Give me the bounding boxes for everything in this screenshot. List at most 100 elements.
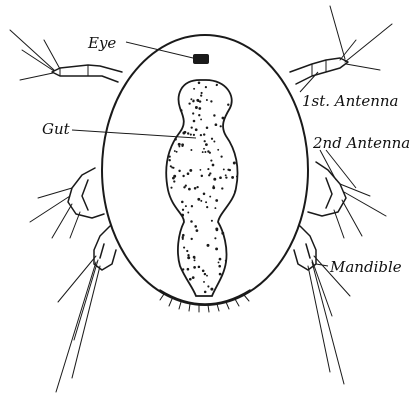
gut-dot xyxy=(192,112,194,114)
gut-dot xyxy=(195,128,198,131)
gut-dot xyxy=(234,190,236,192)
gut-dot xyxy=(192,276,195,279)
gut-dot xyxy=(183,247,185,249)
gut-dot xyxy=(227,104,229,106)
gut-dot xyxy=(199,100,201,102)
gut-dot xyxy=(195,106,198,109)
gut-dot xyxy=(188,102,190,104)
gut-dot xyxy=(182,234,185,237)
gut-dot xyxy=(173,180,175,182)
gut-dot xyxy=(214,237,216,239)
left-mandible xyxy=(56,226,116,392)
gut-dot xyxy=(193,256,196,259)
gut-dot xyxy=(221,187,223,189)
gut-dot xyxy=(236,175,238,177)
gut-dot xyxy=(207,150,209,152)
gut-dot xyxy=(174,138,177,141)
gut-dot xyxy=(206,206,208,208)
gut-dot xyxy=(189,169,192,172)
gut-dot xyxy=(191,205,193,207)
gut-dot xyxy=(174,150,176,152)
gut-dot xyxy=(193,88,195,90)
gut-dot xyxy=(206,275,208,277)
gut-dot xyxy=(185,205,187,207)
gut-dot xyxy=(212,164,215,167)
eye-spot xyxy=(193,54,209,64)
gut-dot xyxy=(197,198,200,201)
gut-dot xyxy=(218,265,221,268)
first-antenna-leader xyxy=(300,72,318,92)
gut-dot xyxy=(209,196,211,198)
gut-dot xyxy=(181,201,184,204)
gut-dot xyxy=(201,92,203,94)
label-first-antenna: 1st. Antenna xyxy=(302,92,398,110)
gut-dot xyxy=(193,134,195,136)
gut-dot xyxy=(199,169,201,171)
gut-dot xyxy=(198,82,201,85)
gut-dot xyxy=(219,258,222,261)
gut-dot xyxy=(200,118,202,120)
gut-dot xyxy=(223,168,225,170)
gut-dot xyxy=(220,125,222,127)
gut-dot xyxy=(216,84,218,86)
gut-dot xyxy=(182,175,184,177)
gut-dot xyxy=(209,172,211,174)
gut-dot xyxy=(221,232,224,235)
gut-dot xyxy=(204,273,206,275)
right-first-antenna xyxy=(290,6,392,84)
gut-dot xyxy=(181,214,184,217)
gut-dot xyxy=(187,212,189,214)
gut-dot xyxy=(187,254,189,256)
gut-dot xyxy=(196,99,199,102)
gut-dot xyxy=(213,185,215,187)
gut-dot xyxy=(187,132,189,134)
gut-dot xyxy=(190,220,193,223)
gut-dot xyxy=(190,98,192,100)
gut-dot xyxy=(198,266,201,269)
gut-dot xyxy=(194,187,197,190)
gut-dot xyxy=(206,99,208,101)
gut-dot xyxy=(204,291,207,294)
right-second-antenna xyxy=(308,162,386,238)
gut-dot xyxy=(200,134,202,136)
gut-dot xyxy=(213,114,215,116)
gut-dot xyxy=(178,170,180,172)
gut-dot xyxy=(222,117,225,120)
gut-dot xyxy=(204,151,206,153)
gut-dot xyxy=(210,100,212,102)
gut-dot xyxy=(182,209,184,211)
gut-dot xyxy=(210,160,212,162)
gut-dot xyxy=(215,247,218,250)
gut-dot xyxy=(193,120,196,123)
gut-dot xyxy=(194,225,197,228)
right-mandible xyxy=(294,226,350,384)
gut-dot xyxy=(191,126,193,128)
gut-dot xyxy=(206,126,209,129)
gut-dot xyxy=(227,169,229,171)
gut-dot xyxy=(193,266,196,269)
gut-dot xyxy=(185,185,187,187)
gut-dot xyxy=(203,281,205,283)
gut-dot xyxy=(204,140,206,142)
gut-dot xyxy=(172,167,174,169)
gut-dot xyxy=(187,256,190,259)
gut-dot xyxy=(182,236,184,238)
gut-dot xyxy=(198,114,200,116)
label-second-antenna: 2nd Antenna xyxy=(312,134,410,152)
label-gut: Gut xyxy=(42,120,71,138)
gut-dot xyxy=(205,143,208,146)
second-antenna-leader-a xyxy=(320,150,336,180)
gut-dot xyxy=(225,176,227,178)
gut-dot xyxy=(207,244,210,247)
gut-dot xyxy=(203,148,205,150)
gut-dot xyxy=(170,165,172,167)
gut-dot xyxy=(225,260,227,262)
gut-dot xyxy=(201,175,203,177)
gut-dot xyxy=(188,188,191,191)
gut-dot xyxy=(172,177,175,180)
gut-dot xyxy=(190,149,192,151)
gut-dot xyxy=(203,133,205,135)
gut-dot xyxy=(198,107,201,110)
